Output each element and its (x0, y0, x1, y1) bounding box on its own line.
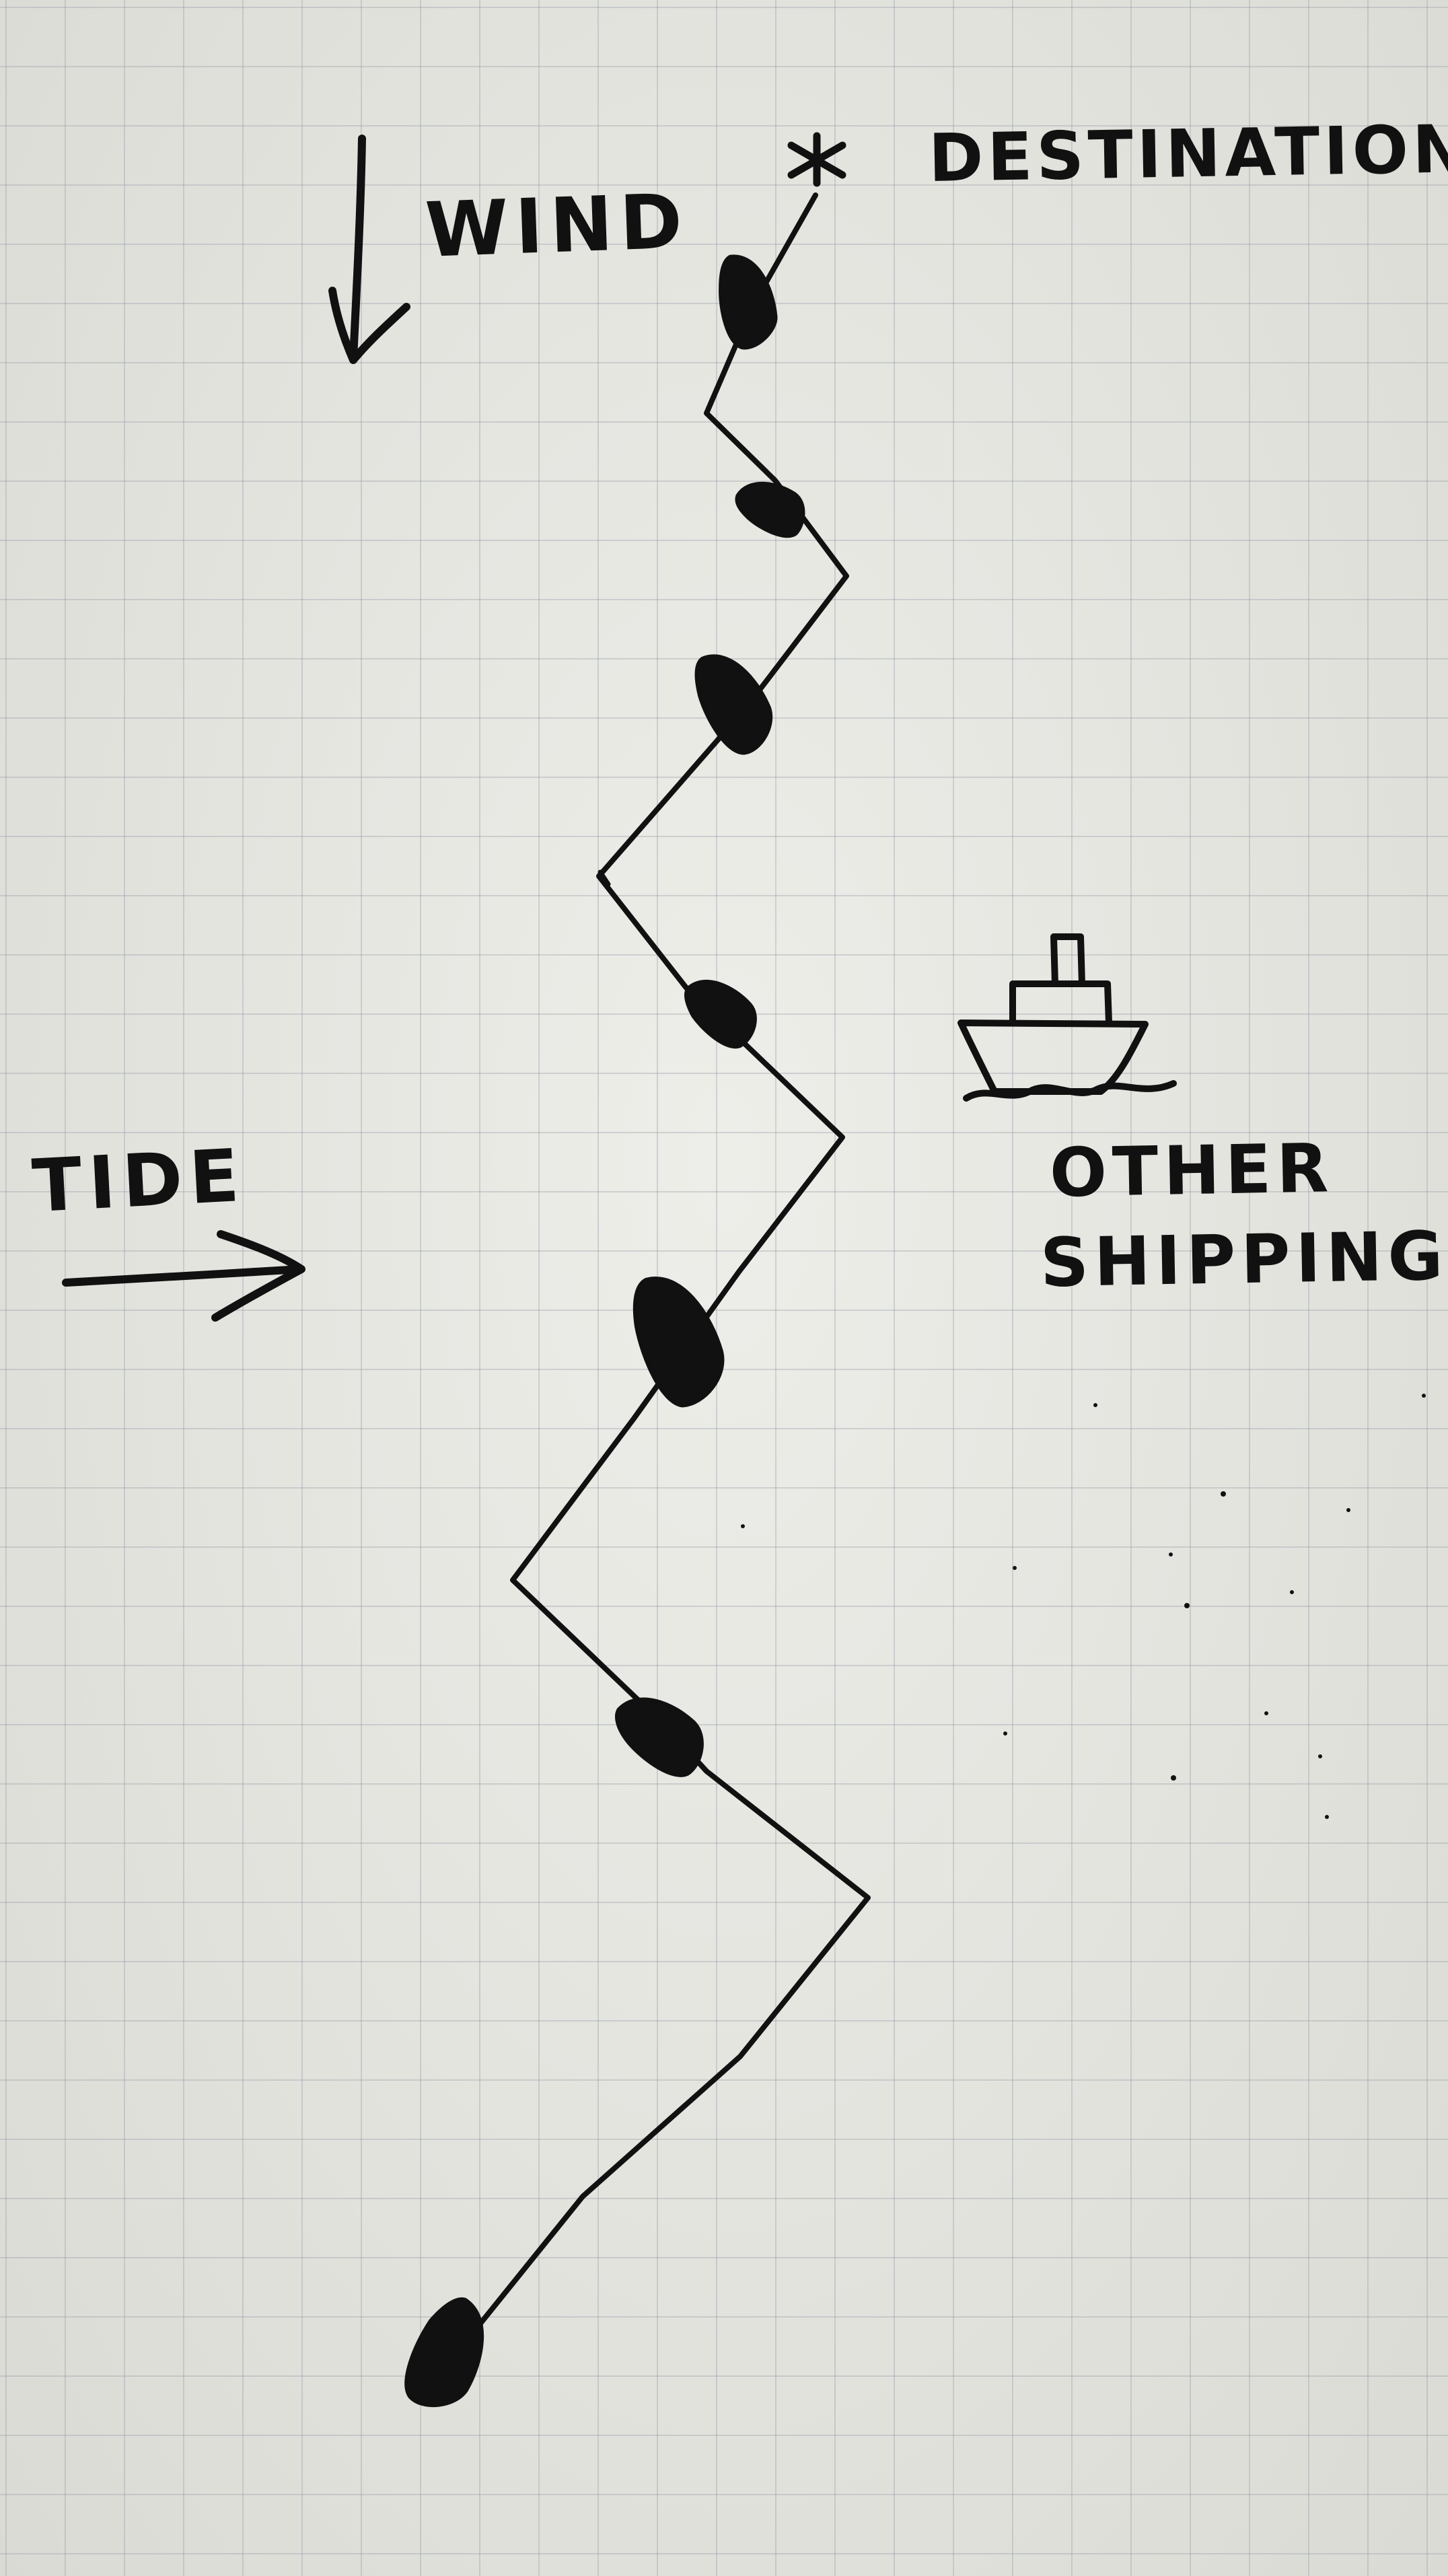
other-shipping-label-line2: SHIPPING (1040, 1216, 1448, 1303)
wind-label: WIND (423, 178, 691, 275)
down-arrow-icon (328, 135, 410, 364)
sailboat-icon (404, 2297, 484, 2408)
ship-icon (957, 933, 1177, 1102)
sailboat-icon (684, 980, 757, 1049)
sailboat-icon (615, 1697, 704, 1777)
destination-label: DESTINATION (928, 110, 1448, 198)
other-shipping-label-line1: OTHER (1049, 1129, 1335, 1213)
ink-speckles (741, 1394, 1426, 1819)
sailboat-icon (632, 1277, 725, 1408)
asterisk-icon (787, 132, 846, 187)
sailboat-icon (735, 481, 805, 538)
tacking-route (428, 192, 871, 2398)
right-arrow-icon (62, 1230, 305, 1322)
route-corner-mark (598, 869, 611, 887)
tide-label: TIDE (30, 1133, 248, 1229)
sailboat-icon (719, 254, 778, 350)
sailboat-icon (694, 654, 773, 755)
